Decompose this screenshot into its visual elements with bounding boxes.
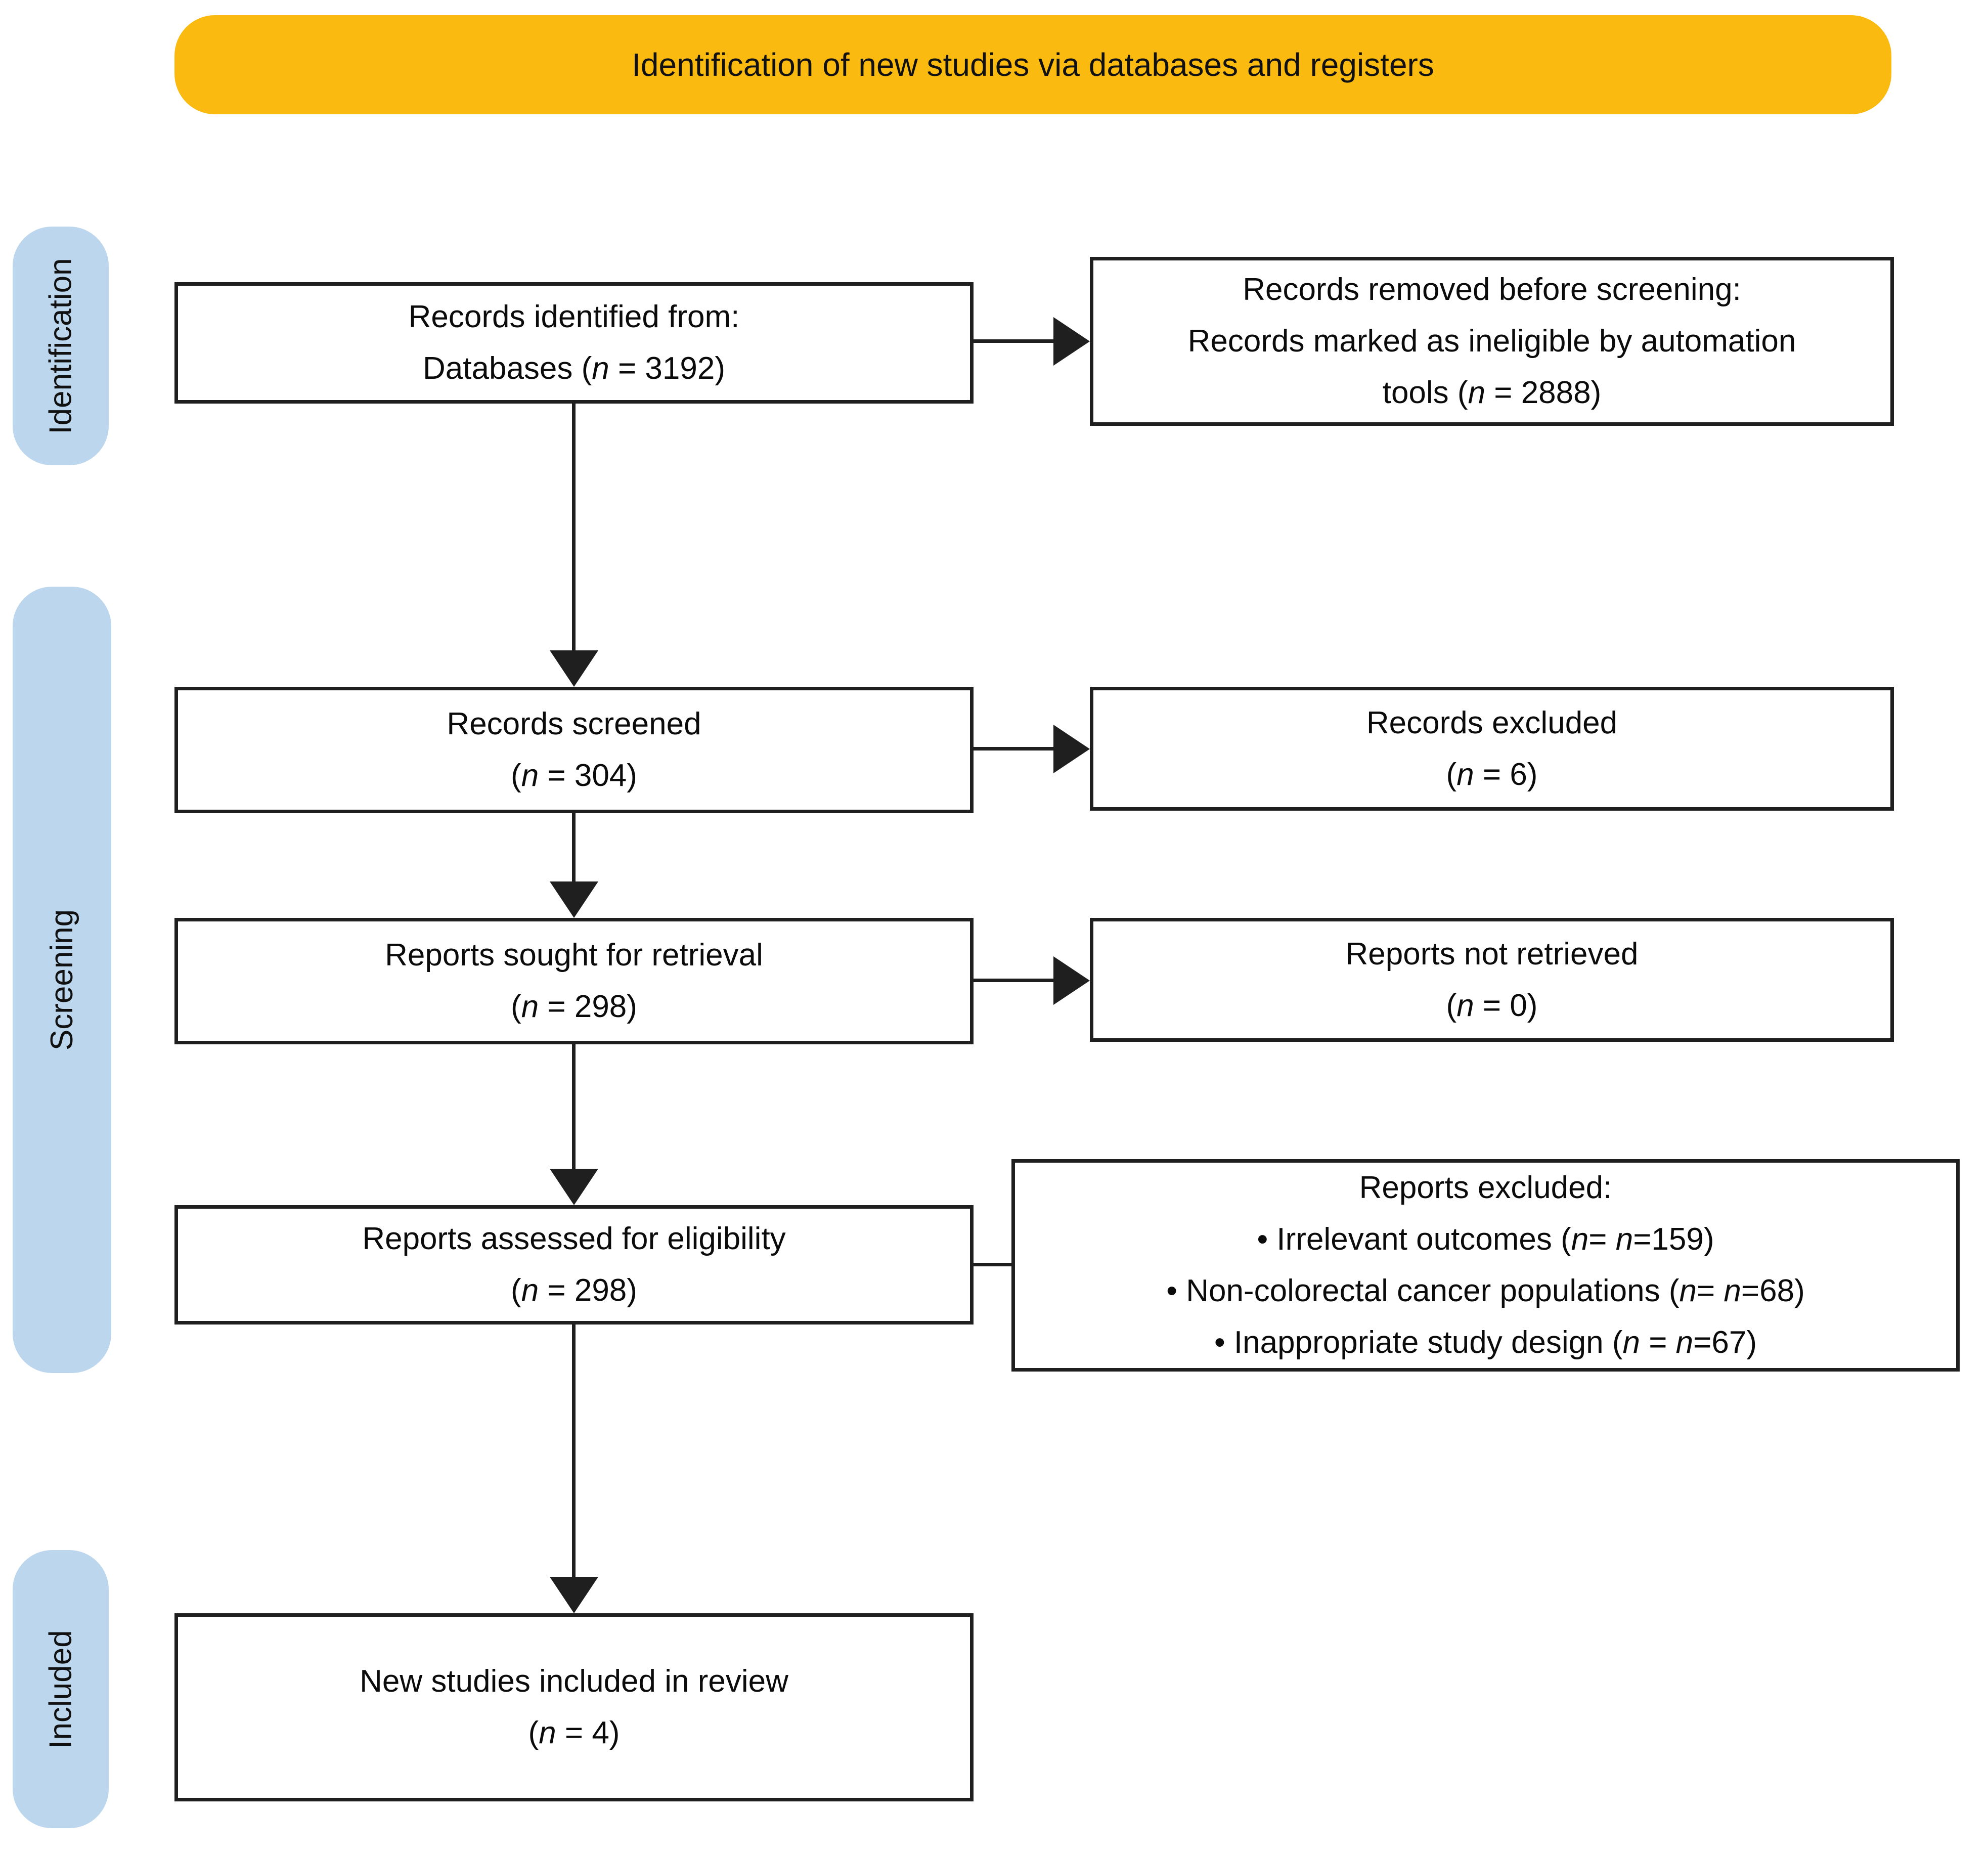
box-records-removed: Records removed before screening: Record…	[1090, 257, 1894, 426]
text-line-bullet: • Inappropriate study design (n = n=67)	[1214, 1325, 1757, 1360]
arrow-down-head-icon	[550, 650, 598, 687]
arrow-identified-to-screened-line	[572, 404, 576, 652]
text-line: Databases (n = 3192)	[423, 351, 725, 386]
stage-pill-identification: Identification	[13, 227, 109, 465]
text-line: Records marked as ineligible by automati…	[1187, 324, 1796, 359]
text-line: (n = 298)	[511, 1273, 637, 1308]
arrow-down-head-icon	[550, 1577, 598, 1613]
arrow-down-head-icon	[550, 881, 598, 918]
text-line: Records excluded	[1366, 705, 1618, 740]
text-line: (n = 304)	[511, 758, 637, 793]
box-reports-not-retrieved: Reports not retrieved (n = 0)	[1090, 918, 1894, 1042]
stage-label-identification: Identification	[43, 257, 78, 434]
arrow-sought-to-assessed-line	[572, 1044, 576, 1171]
text-line-bullet: • Irrelevant outcomes (n= n=159)	[1257, 1222, 1714, 1257]
box-new-studies-included: New studies included in review (n = 4)	[174, 1613, 974, 1801]
stage-pill-screening: Screening	[13, 587, 111, 1373]
arrow-identified-to-removed-line	[974, 339, 1053, 343]
text-line: Reports not retrieved	[1345, 936, 1639, 972]
text-line: Records screened	[447, 707, 701, 741]
arrow-right-head-icon	[1053, 317, 1090, 366]
arrow-screened-to-excluded-line	[974, 747, 1053, 751]
banner: Identification of new studies via databa…	[174, 15, 1891, 114]
text-line-bullet: • Non-colorectal cancer populations (n= …	[1166, 1273, 1805, 1308]
arrow-right-head-icon	[1053, 725, 1090, 773]
box-reports-assessed: Reports assessed for eligibility (n = 29…	[174, 1205, 974, 1325]
arrow-screened-to-sought-line	[572, 813, 576, 883]
text-line: tools (n = 2888)	[1382, 375, 1602, 410]
text-line: Reports excluded:	[1359, 1170, 1612, 1205]
stage-label-included: Included	[43, 1629, 78, 1749]
text-line: New studies included in review	[360, 1664, 788, 1699]
stage-label-screening: Screening	[45, 909, 79, 1051]
box-reports-excluded: Reports excluded: • Irrelevant outcomes …	[1011, 1159, 1960, 1372]
banner-title: Identification of new studies via databa…	[632, 47, 1434, 83]
text-line: Reports sought for retrieval	[385, 938, 763, 973]
box-reports-sought: Reports sought for retrieval (n = 298)	[174, 918, 974, 1044]
text-line: (n = 298)	[511, 989, 637, 1024]
text-line: (n = 0)	[1446, 988, 1538, 1023]
arrow-sought-to-not-retrieved-line	[974, 979, 1053, 982]
arrow-down-head-icon	[550, 1169, 598, 1205]
text-line: Records removed before screening:	[1243, 272, 1741, 307]
text-line: Records identified from:	[408, 299, 740, 334]
text-line: (n = 4)	[528, 1715, 620, 1750]
box-records-excluded: Records excluded (n = 6)	[1090, 687, 1894, 811]
text-line: (n = 6)	[1446, 757, 1538, 792]
arrow-assessed-to-included-line	[572, 1325, 576, 1578]
box-records-screened: Records screened (n = 304)	[174, 687, 974, 813]
box-records-identified: Records identified from: Databases (n = …	[174, 282, 974, 404]
text-line: Reports assessed for eligibility	[362, 1221, 786, 1256]
connector-assessed-to-reports-excluded	[974, 1263, 1011, 1266]
arrow-right-head-icon	[1053, 956, 1090, 1005]
stage-pill-included: Included	[13, 1550, 109, 1828]
